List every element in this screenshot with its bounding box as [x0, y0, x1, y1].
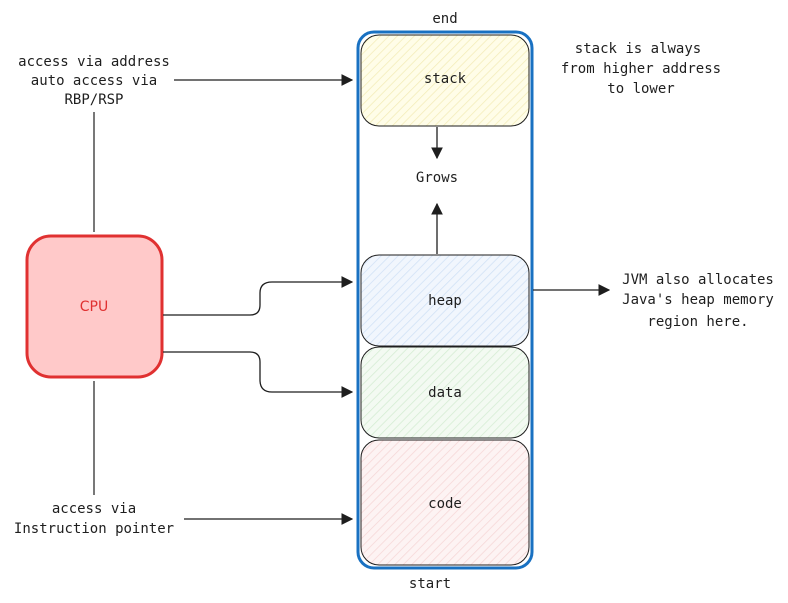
- stack-label: stack: [424, 71, 467, 87]
- address-note-line-1: access via address: [18, 54, 170, 70]
- grows-label: Grows: [416, 170, 458, 186]
- stack-direction-note: stack is always from higher address to l…: [561, 41, 721, 97]
- cpu-box: [25, 234, 164, 379]
- start-label: start: [409, 576, 451, 592]
- address-note-line-3: RBP/RSP: [64, 92, 123, 108]
- address-note-line-2: auto access via: [31, 73, 157, 89]
- jvm-note-line-2: Java's heap memory: [622, 292, 774, 308]
- code-label: code: [428, 496, 462, 512]
- cpu-label: CPU: [80, 299, 108, 315]
- cpu-to-heap-arrow: [163, 276, 354, 316]
- code-block: [360, 439, 530, 566]
- stack-block: [360, 34, 530, 127]
- heap-label: heap: [428, 293, 462, 309]
- instruction-pointer-note: access via Instruction pointer: [14, 501, 174, 537]
- address-access-note: access via address auto access via RBP/R…: [18, 54, 170, 108]
- jvm-note-line-3: region here.: [647, 314, 748, 330]
- ip-note-line-1: access via: [52, 501, 136, 517]
- heap-block: [360, 254, 530, 347]
- data-label: data: [428, 385, 462, 401]
- jvm-note-line-1: JVM also allocates: [622, 272, 774, 288]
- stack-note-line-3: to lower: [607, 81, 674, 97]
- stack-note-line-1: stack is always: [575, 41, 701, 57]
- memory-container: [356, 30, 534, 570]
- jvm-note: JVM also allocates Java's heap memory re…: [622, 272, 774, 330]
- cpu-to-data-arrow: [163, 351, 354, 398]
- data-block: [360, 346, 530, 439]
- stack-note-line-2: from higher address: [561, 61, 721, 77]
- ip-note-line-2: Instruction pointer: [14, 521, 174, 537]
- end-label: end: [432, 11, 457, 27]
